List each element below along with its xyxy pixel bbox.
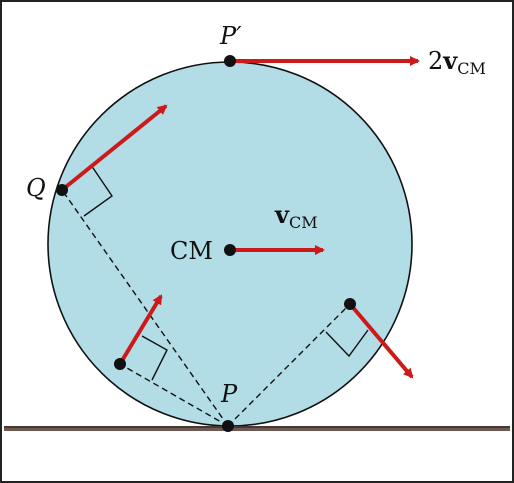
right-angle-marker-q (83, 164, 113, 217)
label-2v-cm-symbol: v (442, 46, 458, 75)
point-p (222, 420, 234, 432)
label-cm: CM (170, 237, 213, 265)
right-angle-marker-right (325, 329, 369, 358)
point-cm (224, 244, 236, 256)
velocity-arrow-lower-left (118, 294, 163, 366)
label-v-cm-symbol: v (274, 200, 290, 229)
label-2v-cm-subscript: CM (457, 59, 486, 78)
velocity-arrow-q (60, 104, 168, 192)
dashed-line-p-to-right-point (227, 303, 351, 427)
label-v-cm-subscript: CM (289, 213, 318, 232)
label-v-cm: vCM (274, 200, 318, 232)
label-2v-cm-coefficient: 2 (428, 47, 443, 75)
ground-surface (4, 426, 510, 431)
dashed-line-p-to-q (61, 189, 229, 427)
label-2v-cm: 2vCM (428, 46, 486, 78)
point-right (344, 298, 356, 310)
velocity-arrow-right (348, 302, 414, 379)
right-angle-marker-lower-left (141, 335, 168, 381)
dashed-line-p-to-lower-left-point (119, 363, 229, 427)
label-q: Q (26, 174, 46, 202)
label-p-prime: P′ (219, 22, 242, 50)
point-p-prime (224, 55, 236, 67)
point-q (56, 184, 68, 196)
point-lower-left (114, 358, 126, 370)
label-p: P (220, 380, 238, 408)
